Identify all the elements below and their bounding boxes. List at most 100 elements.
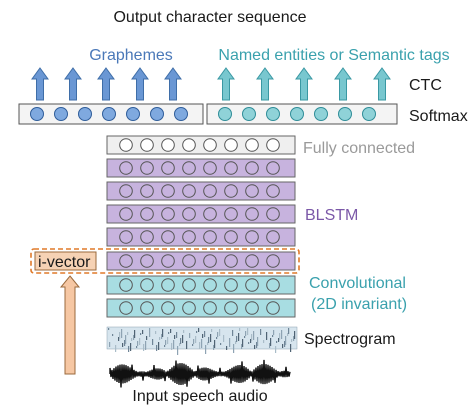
spectrogram-texture bbox=[179, 343, 181, 346]
spectrogram-texture bbox=[210, 334, 212, 342]
fc-layer-node bbox=[119, 138, 133, 152]
softmax-node bbox=[266, 107, 280, 121]
tag-arrow bbox=[334, 67, 352, 101]
output-title: Output character sequence bbox=[113, 9, 307, 26]
spectrogram-texture bbox=[112, 334, 114, 336]
spectrogram-texture bbox=[146, 336, 148, 340]
conv-layer-node bbox=[203, 278, 217, 292]
blstm-layer-node bbox=[266, 230, 280, 244]
spectrogram-texture bbox=[161, 334, 163, 339]
conv-layer-node bbox=[266, 278, 280, 292]
convolutional-sub-label: (2D invariant) bbox=[311, 296, 408, 313]
spectrogram-texture bbox=[217, 332, 219, 337]
blstm-layer-node bbox=[224, 254, 238, 268]
fc-layer-node bbox=[140, 138, 154, 152]
fc-layer-node bbox=[266, 138, 280, 152]
blstm-layer-node bbox=[119, 230, 133, 244]
graphemes-label: Graphemes bbox=[89, 47, 173, 64]
spectrogram-texture bbox=[199, 342, 201, 349]
spectrogram-texture bbox=[245, 331, 247, 336]
spectrogram-texture bbox=[182, 335, 184, 343]
tag-arrow bbox=[295, 67, 313, 101]
spectrogram-texture bbox=[109, 342, 111, 347]
spectrogram-texture bbox=[250, 339, 252, 343]
blstm-layer-node bbox=[161, 184, 175, 198]
spectrogram-texture bbox=[254, 345, 256, 349]
blstm-layer-node bbox=[140, 184, 154, 198]
softmax-node bbox=[242, 107, 256, 121]
tag-arrow bbox=[373, 67, 391, 101]
blstm-layer-node bbox=[203, 161, 217, 175]
spectrogram-texture bbox=[143, 344, 145, 351]
spectrogram-texture bbox=[204, 331, 206, 337]
blstm-layer-node bbox=[182, 230, 196, 244]
ivector-arrow bbox=[59, 275, 81, 375]
spectrogram-texture bbox=[242, 339, 244, 347]
ctc-label: CTC bbox=[409, 77, 442, 94]
spectrogram-texture bbox=[159, 337, 161, 340]
spectrogram-texture bbox=[142, 330, 144, 334]
spectrogram-texture bbox=[288, 328, 290, 334]
spectrogram-texture bbox=[248, 342, 250, 344]
spectrogram-texture bbox=[149, 328, 151, 337]
fully-connected-label: Fully connected bbox=[303, 140, 416, 157]
spectrogram-texture bbox=[173, 340, 175, 349]
spectrogram-texture bbox=[266, 332, 268, 340]
blstm-layer-node bbox=[203, 254, 217, 268]
ivector-frame bbox=[30, 248, 300, 274]
spectrogram-texture bbox=[232, 330, 234, 336]
blstm-layer-node bbox=[140, 161, 154, 175]
spectrogram-texture bbox=[139, 338, 141, 345]
spectrogram-texture bbox=[253, 331, 255, 340]
blstm-layer-node bbox=[203, 184, 217, 198]
blstm-layer-node bbox=[182, 207, 196, 221]
softmax-node bbox=[54, 107, 68, 121]
softmax-node bbox=[150, 107, 164, 121]
spectrogram-texture bbox=[127, 332, 129, 335]
softmax-node bbox=[174, 107, 188, 121]
spectrogram-texture bbox=[155, 331, 157, 334]
spectrogram-texture bbox=[294, 331, 296, 339]
ivector-label: i-vector bbox=[38, 254, 91, 271]
spectrogram-texture bbox=[124, 340, 126, 346]
blstm-layer-node bbox=[224, 230, 238, 244]
blstm-layer-node bbox=[161, 161, 175, 175]
spectrogram-texture bbox=[214, 340, 216, 348]
spectrogram-texture bbox=[205, 345, 207, 354]
spectrogram-texture bbox=[198, 328, 200, 332]
conv-layer-node bbox=[161, 278, 175, 292]
spectrogram-texture bbox=[270, 338, 272, 346]
blstm-layer-node bbox=[140, 207, 154, 221]
tag-arrow bbox=[217, 67, 235, 101]
spectrogram-texture bbox=[128, 346, 130, 352]
fc-layer-node bbox=[224, 138, 238, 152]
named-entities-label: Named entities or Semantic tags bbox=[218, 47, 450, 64]
grapheme-arrow bbox=[31, 67, 49, 101]
spectrogram-texture bbox=[276, 341, 278, 343]
input-audio-label: Input speech audio bbox=[132, 388, 268, 405]
blstm-layer-node bbox=[224, 184, 238, 198]
grapheme-arrow bbox=[64, 67, 82, 101]
spectrogram-texture bbox=[235, 341, 237, 344]
spectrogram-texture bbox=[119, 332, 121, 339]
spectrogram-texture bbox=[220, 343, 222, 345]
spectrogram-texture bbox=[202, 334, 204, 338]
spectrogram-texture bbox=[207, 342, 209, 345]
spectrogram-texture bbox=[272, 335, 274, 337]
spectrogram-texture bbox=[284, 341, 286, 347]
softmax-node bbox=[78, 107, 92, 121]
softmax-node bbox=[218, 107, 232, 121]
conv-layer-node bbox=[119, 301, 133, 315]
spectrogram-texture bbox=[145, 341, 147, 350]
conv-layer-node bbox=[245, 278, 259, 292]
grapheme-arrow bbox=[131, 67, 149, 101]
spectrogram-texture bbox=[192, 344, 194, 346]
spectrogram-texture bbox=[256, 342, 258, 348]
blstm-layer-node bbox=[161, 230, 175, 244]
spectrogram-texture bbox=[291, 339, 293, 342]
blstm-layer-node bbox=[245, 184, 259, 198]
spectrogram-texture bbox=[239, 328, 241, 331]
fc-layer-node bbox=[182, 138, 196, 152]
blstm-layer-node bbox=[119, 254, 133, 268]
spectrogram-texture bbox=[233, 344, 235, 353]
